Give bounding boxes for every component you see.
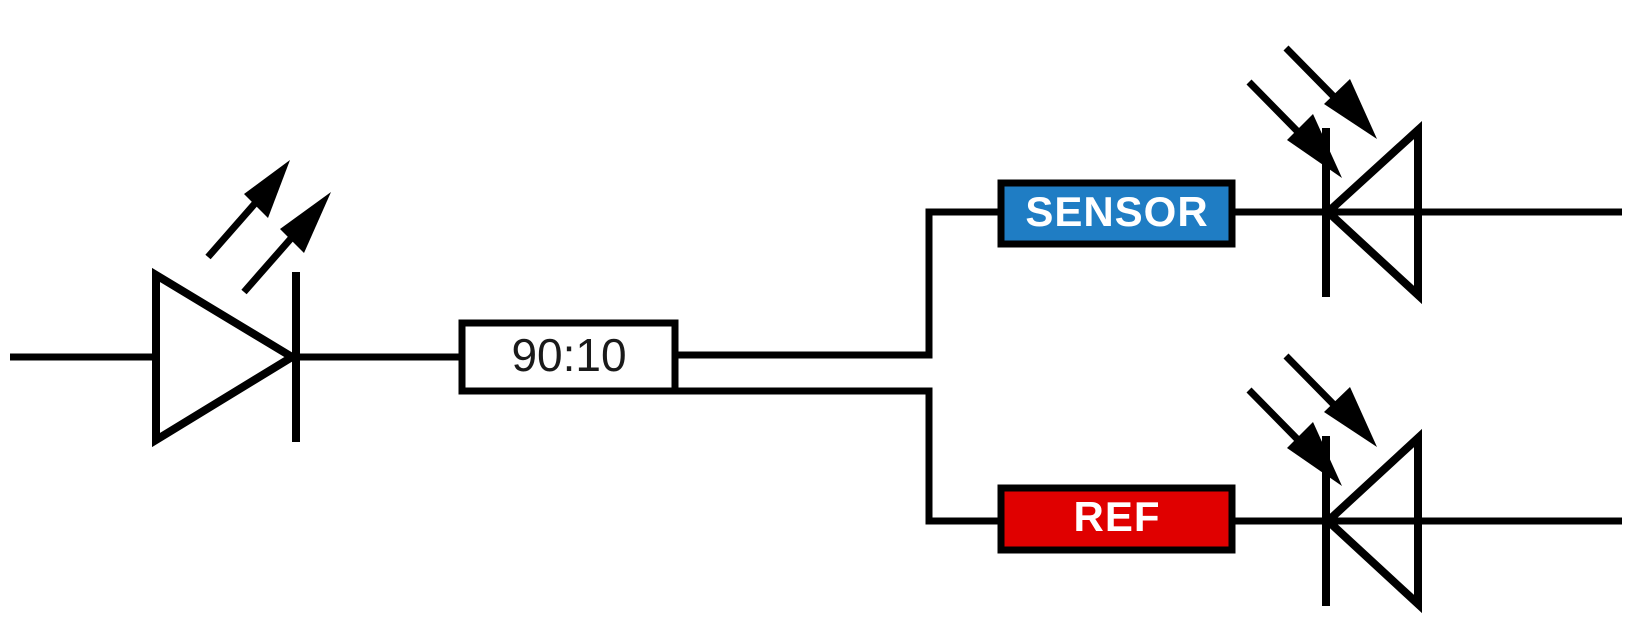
led-triangle-icon xyxy=(152,267,300,448)
ref-box-label: REF xyxy=(1074,493,1161,540)
ref-incident-arrow-1-icon xyxy=(1283,353,1377,447)
ref-incident-arrow-2-icon xyxy=(1246,387,1342,486)
led-emission-arrow-2-icon xyxy=(241,192,331,295)
splitter-label: 90:10 xyxy=(511,329,626,381)
reference-branch-wire xyxy=(675,387,1005,525)
ref-box-group[interactable]: REF xyxy=(997,484,1236,554)
splitter-group: 90:10 xyxy=(458,319,679,395)
source-led-group xyxy=(10,160,462,448)
sensor-box-group[interactable]: SENSOR xyxy=(997,179,1236,248)
sensor-incident-arrow-1-icon xyxy=(1283,45,1377,139)
ref-photodiode-group xyxy=(1232,353,1622,614)
sensor-branch-wire xyxy=(675,208,1005,359)
sensor-photodiode-group xyxy=(1232,45,1622,305)
led-emission-arrow-1-icon xyxy=(205,160,290,260)
ref-box[interactable] xyxy=(997,484,1236,554)
splitter-output-wires xyxy=(675,208,1005,525)
sensor-incident-arrow-2-icon xyxy=(1246,79,1342,178)
sensor-box-label: SENSOR xyxy=(1025,188,1208,235)
splitter-box xyxy=(458,319,679,395)
